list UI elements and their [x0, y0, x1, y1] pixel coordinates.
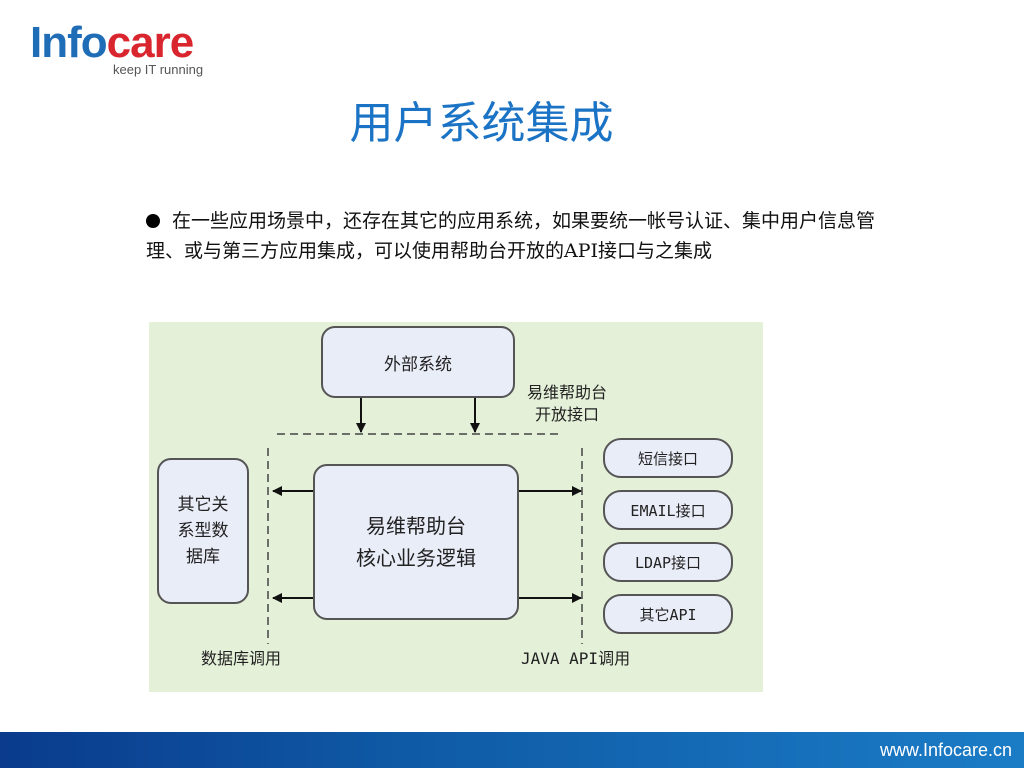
core-line1: 易维帮助台 [366, 514, 466, 538]
email-interface-label: EMAIL接口 [630, 501, 706, 520]
email-interface-pill: EMAIL接口 [603, 490, 733, 530]
integration-diagram: 外部系统 易维帮助台 开放接口 易维帮助台 核心业务逻辑 其它关 系型数 据库 … [149, 322, 763, 692]
open-interface-line1: 易维帮助台 [526, 383, 607, 402]
sms-interface-label: 短信接口 [637, 449, 698, 468]
other-api-pill: 其它API [603, 594, 733, 634]
other-db-line3: 据库 [186, 547, 220, 567]
bullet-dot-icon [146, 214, 160, 228]
other-database-box: 其它关 系型数 据库 [157, 458, 249, 604]
ldap-interface-pill: LDAP接口 [603, 542, 733, 582]
logo-info-text: Info [30, 18, 108, 67]
bullet-text: 在一些应用场景中，还存在其它的应用系统，如果要统一帐号认证、集中用户信息管理、或… [146, 210, 876, 262]
logo-tagline: keep IT running [113, 62, 204, 77]
db-call-label: 数据库调用 [201, 649, 282, 668]
footer-bar: www.Infocare.cn [0, 732, 1024, 768]
external-system-box: 外部系统 [321, 326, 515, 398]
open-interface-line2: 开放接口 [534, 405, 599, 424]
diagram-connectors [267, 398, 583, 644]
other-db-line2: 系型数 [177, 521, 229, 541]
bullet-paragraph: 在一些应用场景中，还存在其它的应用系统，如果要统一帐号认证、集中用户信息管理、或… [146, 206, 876, 266]
ldap-interface-label: LDAP接口 [634, 553, 702, 572]
java-api-call-label: JAVA API调用 [521, 649, 631, 668]
other-db-line1: 其它关 [177, 495, 229, 515]
open-interface-label: 易维帮助台 开放接口 [517, 382, 617, 426]
sms-interface-pill: 短信接口 [603, 438, 733, 478]
core-logic-box: 易维帮助台 核心业务逻辑 [313, 464, 519, 620]
logo-care-text: care [106, 18, 195, 67]
footer-url[interactable]: www.Infocare.cn [879, 740, 1012, 760]
external-system-label: 外部系统 [384, 354, 452, 375]
other-api-label: 其它API [639, 605, 697, 624]
infocare-logo: Infocare keep IT running [30, 18, 230, 80]
core-line2: 核心业务逻辑 [356, 546, 476, 570]
slide-title: 用户系统集成 [349, 98, 614, 149]
logo-wordmark: Infocare [30, 18, 195, 68]
